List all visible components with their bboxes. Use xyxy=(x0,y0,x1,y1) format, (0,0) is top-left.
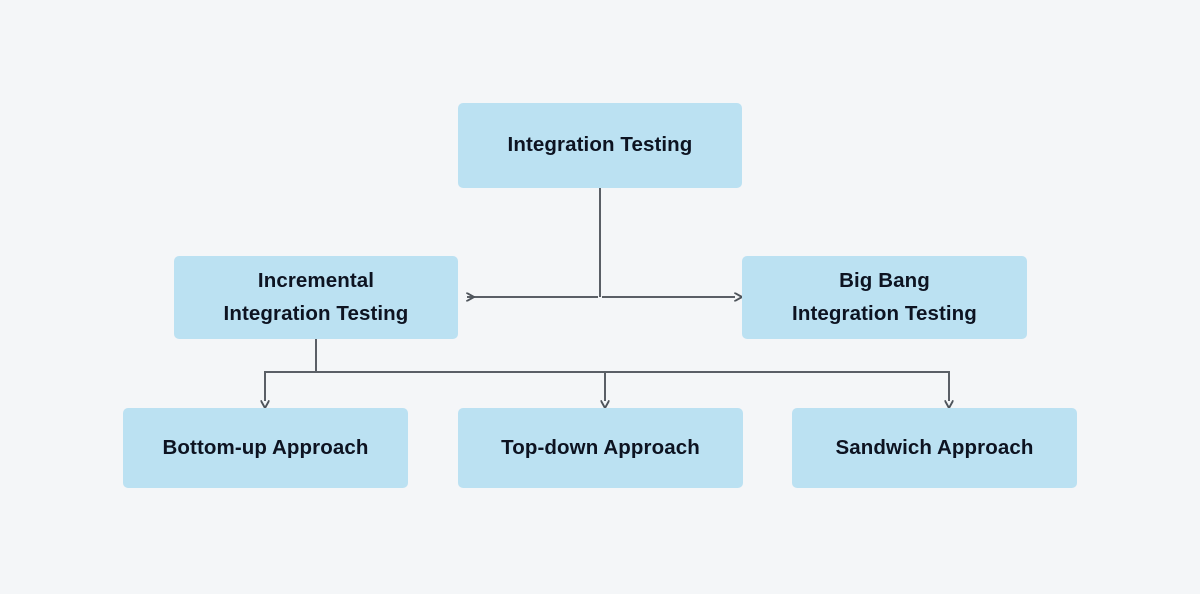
node-big-bang-integration-testing[interactable]: Big Bang Integration Testing xyxy=(742,256,1027,339)
node-integration-testing[interactable]: Integration Testing xyxy=(458,103,742,188)
node-top-down-approach[interactable]: Top-down Approach xyxy=(458,408,743,488)
node-bottom-up-approach[interactable]: Bottom-up Approach xyxy=(123,408,408,488)
node-incremental-integration-testing[interactable]: Incremental Integration Testing xyxy=(174,256,458,339)
node-label: Bottom-up Approach xyxy=(162,435,369,459)
node-label: Incremental Integration Testing xyxy=(223,269,409,325)
node-sandwich-approach[interactable]: Sandwich Approach xyxy=(792,408,1077,488)
node-label: Big Bang Integration Testing xyxy=(792,269,977,325)
node-label: Top-down Approach xyxy=(501,435,700,459)
node-label: Sandwich Approach xyxy=(835,435,1034,459)
node-label: Integration Testing xyxy=(507,133,693,157)
